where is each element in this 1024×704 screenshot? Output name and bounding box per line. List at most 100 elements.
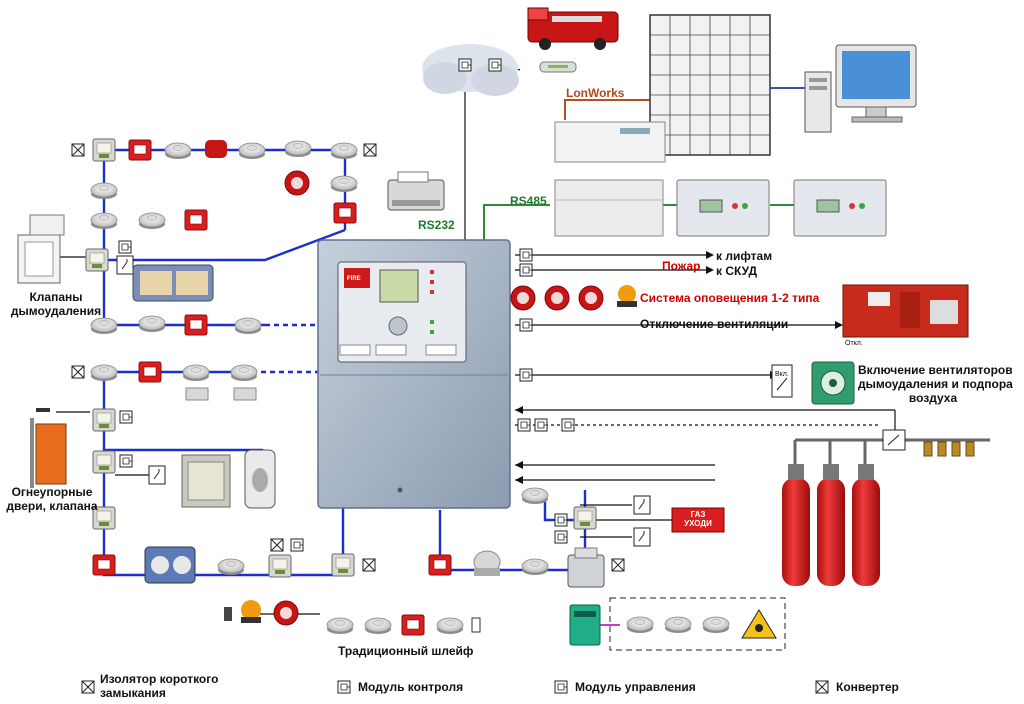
- fire-doors-line2: двери, клапана: [6, 499, 98, 513]
- printer-icon: [387, 171, 445, 211]
- control-panel: [317, 239, 511, 509]
- switch-contact-icon: [633, 527, 651, 547]
- modem-icon: [539, 61, 577, 73]
- server-rack-icon: [649, 14, 771, 156]
- relay-icon: [119, 454, 133, 468]
- manual-call-point-icon: [128, 139, 152, 161]
- relay-chain-icon: [517, 418, 531, 432]
- gas-switch-icon: [882, 429, 906, 451]
- traditional-loop-label: Традиционный шлейф: [338, 644, 474, 658]
- fire-valve-icon: [181, 454, 231, 508]
- gas-leave-label: ГАЗ УХОДИ: [672, 510, 724, 528]
- legend-control-module: Модуль контроля: [358, 680, 464, 694]
- fire-doors-label: Огнеупорные двери, клапана: [2, 485, 102, 513]
- converter-icon: [815, 680, 829, 694]
- relay-chain-icon: [534, 418, 548, 432]
- loop-dotted-connectors: [252, 323, 318, 374]
- on-small-label: Вкл.: [775, 371, 789, 378]
- remote-indicator-panel-2: [793, 179, 887, 237]
- explosive-warning-icon: [741, 609, 777, 639]
- isolator-icon: [270, 538, 284, 552]
- gas-cylinders: [782, 464, 880, 586]
- cloud-relay-icon: [488, 58, 502, 72]
- ventilation-off-label: Отключение вентиляции: [640, 317, 789, 331]
- module-icon: [268, 554, 292, 578]
- manual-call-point-icon: [138, 361, 162, 383]
- smoke-detector-icon: [90, 212, 118, 230]
- isolator-icon: [71, 143, 85, 157]
- manual-call-point-icon: [428, 554, 452, 576]
- conventional-detector-icon: [436, 617, 464, 635]
- fire-door-icon: [30, 408, 67, 488]
- switch-contact-icon: [116, 255, 134, 275]
- smoke-detector-icon: [521, 558, 549, 576]
- smoke-detector-icon: [164, 142, 192, 160]
- monitor-icon: [835, 44, 917, 123]
- smoke-detector-icon: [330, 175, 358, 193]
- off-small-label: Откл.: [845, 340, 863, 347]
- isolator-icon: [81, 680, 95, 694]
- management-module-icon: [554, 680, 568, 694]
- beam-detector-icon: [473, 550, 501, 576]
- smoke-detector-icon: [521, 487, 549, 505]
- damper-valve-icon: [17, 214, 65, 284]
- bell-icon: [544, 285, 570, 311]
- flash-beacon-icon: [224, 600, 261, 623]
- relay-access-icon: [519, 263, 533, 277]
- warning-system-label: Система оповещения 1-2 типа: [640, 291, 820, 305]
- smoke-detector-icon: [217, 558, 245, 576]
- heat-detector-icon: [284, 140, 312, 158]
- module-icon: [331, 553, 355, 577]
- bell-icon: [578, 285, 604, 311]
- ex-detector-icon: [702, 616, 730, 634]
- duct-detector-icon: [185, 387, 257, 401]
- cloud-relay-icon: [458, 58, 472, 72]
- gas-label-line2: УХОДИ: [684, 519, 712, 528]
- smoke-detector-icon: [90, 364, 118, 382]
- bell-icon: [273, 600, 299, 626]
- relay-icon: [554, 513, 568, 527]
- relay-icon: [119, 410, 133, 424]
- conventional-detector-icon: [364, 617, 392, 635]
- legend-management-module: Модуль управления: [575, 680, 696, 694]
- gas-detector-icon: [144, 546, 196, 584]
- gas-leave-sign: [671, 507, 725, 533]
- end-of-line-resistor-icon: [471, 617, 481, 633]
- manual-call-point-icon: [184, 209, 208, 231]
- ex-zone-box: [609, 597, 786, 651]
- fire-signal-label: Пожар: [662, 259, 701, 273]
- relay-chain-icon: [561, 418, 575, 432]
- computer-tower-icon: [804, 71, 832, 133]
- switch-contact-icon: [633, 495, 651, 515]
- module-icon: [92, 408, 116, 432]
- panel-brand-label: FIRE: [347, 276, 361, 282]
- remote-indicator-panel-1: [676, 179, 770, 237]
- smoke-exhaust-fan-icon: [811, 361, 855, 405]
- manual-call-point-icon: [184, 314, 208, 336]
- manual-call-point-icon: [333, 202, 357, 224]
- relay-icon: [118, 240, 132, 254]
- beam-detector-pair-icon: [132, 264, 214, 302]
- smoke-detector-icon: [90, 182, 118, 200]
- dampers-label: Клапаны дымоудаления: [8, 290, 104, 318]
- fans-on-line2: дымоудаления и подпора: [858, 377, 1013, 391]
- relay-ventilation-icon: [519, 318, 533, 332]
- smoke-detector-icon: [234, 317, 262, 335]
- fans-on-line1: Включение вентиляторов: [858, 363, 1013, 377]
- relay-fans-icon: [519, 368, 533, 382]
- converter-module-icon: [567, 547, 605, 588]
- smoke-detector-icon: [330, 142, 358, 160]
- isolator-icon: [611, 558, 625, 572]
- lonworks-gateway-box: [554, 121, 666, 163]
- switch-contact-icon: [148, 465, 166, 485]
- control-module-icon: [337, 680, 351, 694]
- lonworks-line: [564, 99, 690, 120]
- module-icon: [92, 138, 116, 162]
- rs232-label: RS232: [418, 218, 455, 232]
- smoke-detector-icon: [90, 317, 118, 335]
- magnetic-holder-icon: [244, 449, 276, 509]
- relay-icon: [554, 530, 568, 544]
- module-icon: [92, 450, 116, 474]
- arrow-icon: [706, 251, 714, 259]
- ventilation-unit-icon: [842, 284, 969, 338]
